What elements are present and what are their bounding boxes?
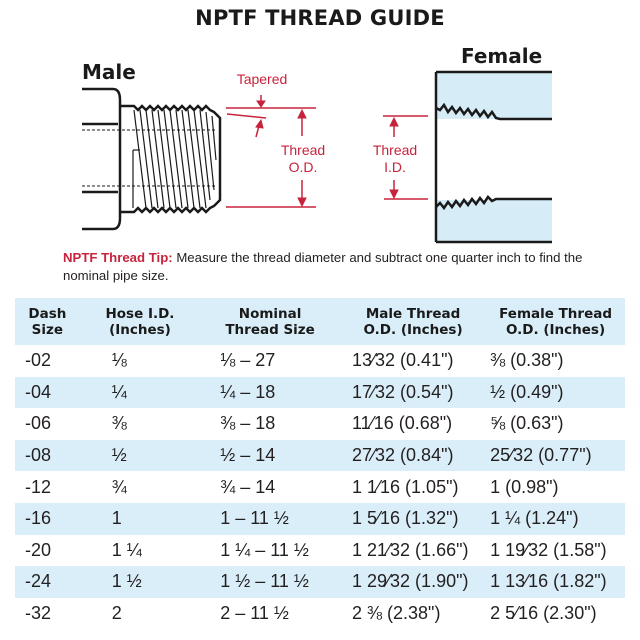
cell-female-od: ½ (0.49") bbox=[486, 376, 625, 409]
cell-nominal: ½ – 14 bbox=[200, 439, 340, 472]
cell-nominal: 1 ½ – 11 ½ bbox=[200, 566, 340, 598]
female-fitting-icon bbox=[434, 70, 552, 244]
table-row: -08 ½ ½ – 14 27⁄32 (0.84") 25⁄32 (0.77") bbox=[15, 439, 625, 472]
cell-female-od: ⅜ (0.38") bbox=[490, 350, 564, 371]
table-row: -32 2 2 – 11 ½ 2 ⅜ (2.38") 2 5⁄16 (2.30"… bbox=[15, 598, 625, 630]
col-header-hose-id: Hose I.D.(Inches) bbox=[79, 298, 201, 345]
page-title: NPTF THREAD GUIDE bbox=[195, 6, 445, 30]
cell-nominal: 1 – 11 ½ bbox=[200, 502, 340, 535]
cell-hose-id: ⅜ bbox=[111, 413, 127, 434]
female-dimension-lines bbox=[383, 115, 428, 200]
cell-hose-id: ¼ bbox=[79, 376, 201, 409]
tip-label: NPTF Thread Tip: bbox=[63, 250, 173, 265]
thread-id-label-1: Thread bbox=[373, 142, 417, 158]
cell-nominal: ⅛ – 27 bbox=[220, 350, 276, 371]
cell-hose-id: 1 bbox=[79, 502, 201, 535]
cell-female-od: 25⁄32 (0.77") bbox=[486, 439, 625, 472]
cell-hose-id: ¾ bbox=[111, 476, 127, 497]
thread-od-label-1: Thread bbox=[281, 142, 325, 158]
cell-nominal: ¼ – 18 bbox=[200, 376, 340, 409]
cell-nominal: ⅜ – 18 bbox=[220, 413, 276, 434]
cell-dash: -32 bbox=[25, 603, 52, 624]
table-row: -20 1 ¼ 1 ¼ – 11 ½ 1 21⁄32 (1.66") 1 19⁄… bbox=[15, 535, 625, 567]
male-label: Male bbox=[82, 60, 136, 84]
cell-male-od: 17⁄32 (0.54") bbox=[340, 376, 487, 409]
table-row: -24 1 ½ 1 ½ – 11 ½ 1 29⁄32 (1.90") 1 13⁄… bbox=[15, 566, 625, 598]
cell-male-od: 1 29⁄32 (1.90") bbox=[340, 566, 487, 598]
male-dimension-lines bbox=[226, 95, 316, 208]
cell-dash: -06 bbox=[25, 413, 52, 434]
cell-male-od: 1 1⁄16 (1.05") bbox=[352, 476, 459, 497]
cell-female-od: 1 19⁄32 (1.58") bbox=[490, 539, 607, 560]
cell-nominal: 1 ¼ – 11 ½ bbox=[220, 539, 309, 560]
cell-female-od: ⅝ (0.63") bbox=[490, 413, 564, 434]
cell-nominal: ¾ – 14 bbox=[220, 476, 276, 497]
cell-dash: -24 bbox=[15, 566, 80, 598]
cell-female-od: 1 (0.98") bbox=[490, 476, 559, 497]
cell-hose-id: ½ bbox=[79, 439, 201, 472]
table-row: -02 ⅛ ⅛ – 27 13⁄32 (0.41") ⅜ (0.38") bbox=[15, 345, 625, 377]
tapered-label: Tapered bbox=[237, 71, 288, 87]
table-row: -16 1 1 – 11 ½ 1 5⁄16 (1.32") 1 ¼ (1.24"… bbox=[15, 502, 625, 535]
cell-male-od: 27⁄32 (0.84") bbox=[340, 439, 487, 472]
cell-dash: -12 bbox=[25, 476, 52, 497]
tip-text: Measure the thread diameter and subtract… bbox=[63, 250, 583, 283]
cell-dash: -02 bbox=[25, 350, 52, 371]
cell-hose-id: 1 ½ bbox=[79, 566, 201, 598]
cell-dash: -08 bbox=[15, 439, 80, 472]
cell-nominal: 2 – 11 ½ bbox=[220, 603, 289, 624]
table-row: -12 ¾ ¾ – 14 1 1⁄16 (1.05") 1 (0.98") bbox=[15, 471, 625, 503]
female-label: Female bbox=[461, 44, 543, 68]
male-fitting-icon bbox=[82, 87, 222, 231]
cell-male-od: 1 21⁄32 (1.66") bbox=[352, 539, 469, 560]
cell-dash: -04 bbox=[15, 376, 80, 409]
cell-hose-id: 2 bbox=[111, 603, 122, 624]
cell-male-od: 13⁄32 (0.41") bbox=[352, 350, 454, 371]
cell-female-od: 2 5⁄16 (2.30") bbox=[490, 603, 597, 624]
thread-tip: NPTF Thread Tip: Measure the thread diam… bbox=[63, 249, 583, 285]
thread-id-label-2: I.D. bbox=[384, 159, 406, 175]
table-row: -06 ⅜ ⅜ – 18 11⁄16 (0.68") ⅝ (0.63") bbox=[15, 408, 625, 440]
cell-dash: -16 bbox=[15, 502, 80, 535]
cell-female-od: 1 ¼ (1.24") bbox=[486, 502, 625, 535]
cell-male-od: 11⁄16 (0.68") bbox=[352, 413, 453, 434]
table-row: -04 ¼ ¼ – 18 17⁄32 (0.54") ½ (0.49") bbox=[15, 376, 625, 409]
cell-dash: -20 bbox=[25, 539, 52, 560]
cell-hose-id: 1 ¼ bbox=[111, 539, 142, 560]
cell-female-od: 1 13⁄16 (1.82") bbox=[486, 566, 625, 598]
cell-male-od: 1 5⁄16 (1.32") bbox=[340, 502, 487, 535]
cell-hose-id: ⅛ bbox=[111, 350, 127, 371]
thread-diagram: Tapered Thread O.D. Thread I.D. bbox=[82, 70, 552, 244]
thread-od-label-2: O.D. bbox=[289, 159, 318, 175]
cell-male-od: 2 ⅜ (2.38") bbox=[352, 603, 441, 624]
